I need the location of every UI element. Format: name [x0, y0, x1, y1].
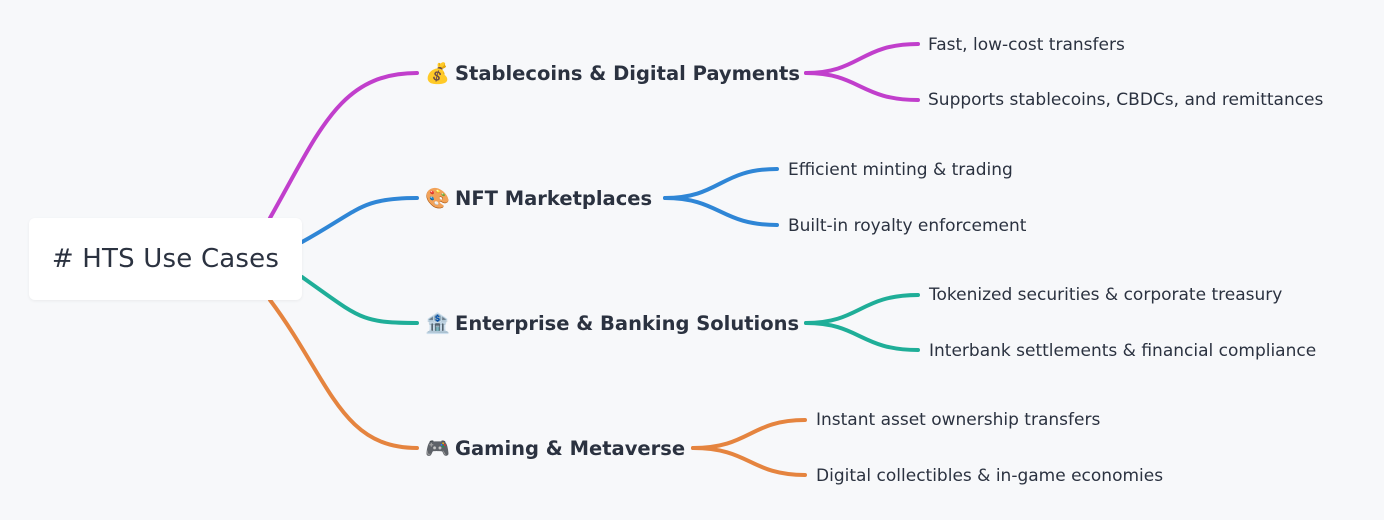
connector-branch-0-child-0 [804, 42, 920, 75]
game-controller-icon: 🎮 [425, 436, 450, 460]
root-node-label: # HTS Use Cases [51, 244, 280, 274]
connector-branch-0-child-1 [804, 71, 920, 102]
leaf-node[interactable]: Digital collectibles & in-game economies [816, 466, 1164, 486]
root-node[interactable]: # HTS Use Cases [29, 218, 302, 300]
connector-branch-2-child-0 [804, 293, 920, 325]
connector-branch-3-child-1 [691, 446, 807, 477]
connector-root-branch-3 [268, 298, 419, 450]
connector-root-branch-1 [300, 196, 419, 244]
artist-palette-icon: 🎨 [425, 186, 450, 210]
connector-branch-2-child-1 [804, 321, 920, 352]
connector-branch-1-child-1 [663, 196, 779, 227]
branch-node-stablecoins[interactable]: 💰 Stablecoins & Digital Payments [425, 58, 800, 88]
connector-root-branch-0 [268, 71, 419, 220]
leaf-node[interactable]: Fast, low-cost transfers [928, 35, 1125, 55]
leaf-node[interactable]: Interbank settlements & financial compli… [929, 341, 1317, 361]
leaf-node[interactable]: Tokenized securities & corporate treasur… [929, 285, 1283, 305]
branch-node-nft-marketplaces[interactable]: 🎨 NFT Marketplaces [425, 183, 652, 213]
bank-icon: 🏦 [425, 311, 450, 335]
leaf-node[interactable]: Supports stablecoins, CBDCs, and remitta… [928, 90, 1324, 110]
branch-label: Gaming & Metaverse [455, 436, 686, 460]
leaf-node[interactable]: Instant asset ownership transfers [816, 410, 1101, 430]
leaf-node[interactable]: Efficient minting & trading [788, 160, 1013, 180]
connector-branch-1-child-0 [663, 167, 779, 200]
branch-label: NFT Marketplaces [455, 186, 653, 210]
money-bag-icon: 💰 [425, 61, 450, 85]
branch-node-gaming-metaverse[interactable]: 🎮 Gaming & Metaverse [425, 433, 685, 463]
branch-label: Stablecoins & Digital Payments [455, 61, 800, 85]
branch-node-enterprise-banking[interactable]: 🏦 Enterprise & Banking Solutions [425, 308, 799, 338]
leaf-node[interactable]: Built-in royalty enforcement [788, 216, 1027, 236]
branch-label: Enterprise & Banking Solutions [455, 311, 800, 335]
connector-branch-3-child-0 [691, 418, 807, 450]
connector-root-branch-2 [300, 275, 419, 325]
